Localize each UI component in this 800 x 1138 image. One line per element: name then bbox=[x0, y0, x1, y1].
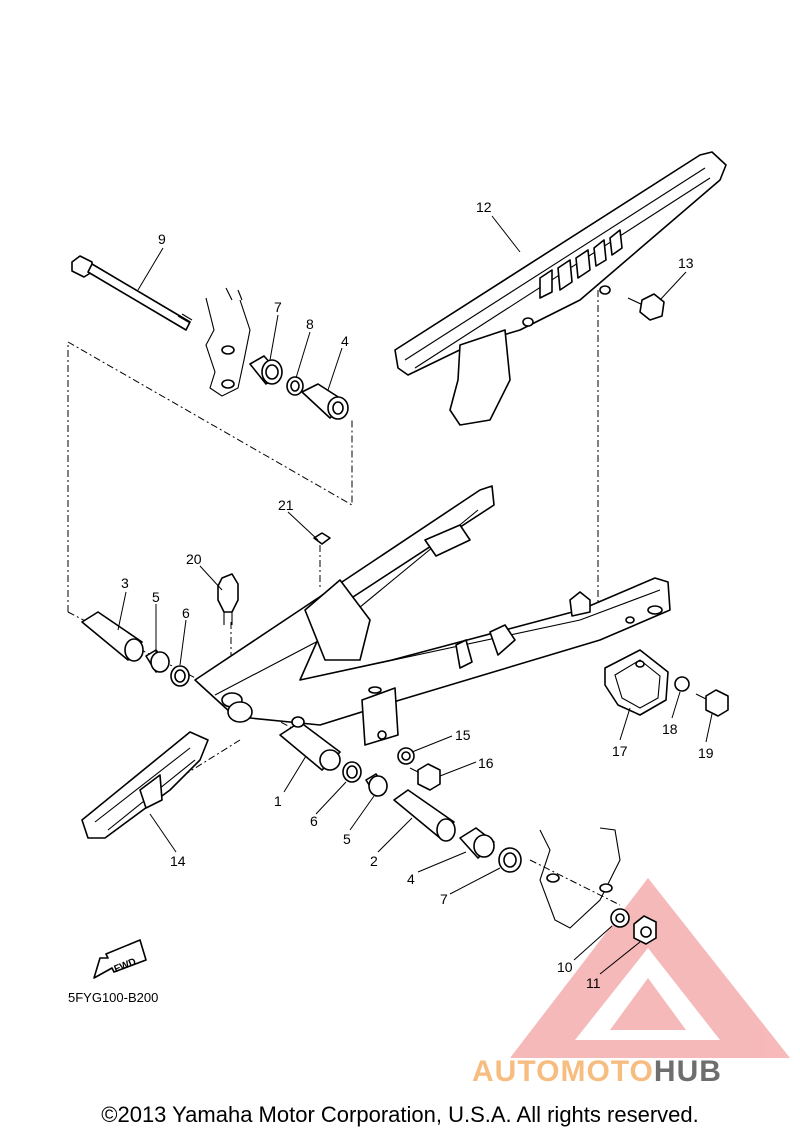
callout-19: 19 bbox=[698, 745, 714, 761]
callout-7-lower: 7 bbox=[440, 891, 448, 907]
leader-lines bbox=[117, 215, 713, 975]
bushing-right bbox=[365, 773, 388, 797]
watermark-brand-part1: AUTOMOTO bbox=[472, 1055, 654, 1088]
bolt-guard bbox=[695, 689, 729, 717]
callout-16: 16 bbox=[478, 755, 494, 771]
collar-right bbox=[342, 761, 362, 783]
label-sticker bbox=[313, 532, 331, 545]
callout-5-left: 5 bbox=[152, 589, 160, 605]
bushing-upper bbox=[301, 383, 349, 420]
callout-4-upper: 4 bbox=[341, 333, 349, 349]
callout-1: 1 bbox=[274, 793, 282, 809]
callout-2: 2 bbox=[370, 853, 378, 869]
pivot-arm-right bbox=[279, 716, 341, 771]
callout-3: 3 bbox=[121, 575, 129, 591]
chain-slider bbox=[81, 731, 209, 839]
callout-4-lower: 4 bbox=[407, 871, 415, 887]
bushing-left bbox=[145, 649, 170, 673]
callout-21: 21 bbox=[278, 497, 294, 513]
callout-10: 10 bbox=[557, 959, 573, 975]
collar-upper bbox=[249, 355, 283, 385]
callout-15: 15 bbox=[455, 727, 471, 743]
bolt-adjuster bbox=[409, 763, 441, 791]
diagram-code: 5FYG100-B200 bbox=[68, 990, 159, 1005]
collar-left bbox=[170, 665, 190, 687]
pivot-shaft bbox=[71, 255, 193, 331]
callout-labels: 1 2 3 4 4 5 5 6 6 7 7 8 9 10 11 12 13 14… bbox=[121, 199, 714, 991]
collar-lower bbox=[498, 847, 522, 873]
callout-6-right: 6 bbox=[310, 813, 318, 829]
watermark-brand: AUTOMOTOHUB bbox=[472, 1055, 722, 1089]
sleeve-right bbox=[393, 789, 456, 842]
callout-17: 17 bbox=[612, 743, 628, 759]
callout-8: 8 bbox=[306, 316, 314, 332]
bushing-lower bbox=[459, 827, 495, 859]
callout-14: 14 bbox=[170, 853, 186, 869]
callout-11: 11 bbox=[586, 975, 601, 991]
watermark-brand-part2: HUB bbox=[653, 1055, 722, 1088]
callout-18: 18 bbox=[662, 721, 678, 737]
grease-nipple bbox=[217, 573, 239, 625]
callout-5-right: 5 bbox=[343, 831, 351, 847]
frame-bracket-right bbox=[539, 827, 621, 929]
swingarm bbox=[194, 485, 671, 746]
guard-plate bbox=[604, 649, 669, 716]
copyright-notice: ©2013 Yamaha Motor Corporation, U.S.A. A… bbox=[101, 1102, 699, 1127]
washer-lower bbox=[610, 908, 630, 928]
nut-pivot bbox=[633, 915, 657, 945]
washer-adjuster bbox=[397, 747, 415, 765]
callout-20: 20 bbox=[186, 551, 202, 567]
callout-7-upper: 7 bbox=[274, 299, 282, 315]
callout-13: 13 bbox=[678, 255, 694, 271]
washer-upper bbox=[286, 376, 304, 396]
bolt-chain-case bbox=[627, 293, 665, 321]
fwd-arrow: FWD bbox=[93, 939, 147, 979]
callout-9: 9 bbox=[158, 231, 166, 247]
sleeve-left bbox=[81, 611, 144, 662]
collar-guard bbox=[674, 676, 690, 692]
chain-case bbox=[394, 151, 727, 426]
watermark-logo bbox=[510, 878, 790, 1058]
callout-6-left: 6 bbox=[182, 605, 190, 621]
callout-12: 12 bbox=[476, 199, 492, 215]
frame-bracket-left bbox=[205, 287, 251, 397]
